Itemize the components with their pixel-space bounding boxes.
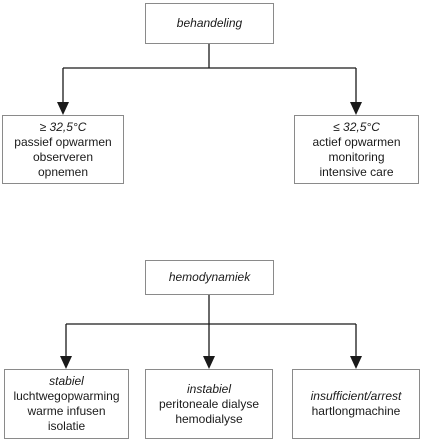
tree1-child-right-box: ≤ 32,5°C actief opwarmen monitoring inte… (294, 115, 419, 184)
tree2-child-middle-line: hemodialyse (175, 411, 243, 426)
tree1-arrowhead-left (57, 102, 69, 115)
tree1-arrowhead-right (350, 102, 362, 115)
tree1-child-left-line: opnemen (37, 164, 89, 179)
tree2-child-left-line: warme infusen (27, 404, 106, 418)
tree2-child-right-line: hartlongmachine (311, 404, 401, 418)
tree1-child-left-title: ≥ 32,5°C (39, 119, 87, 134)
tree2-child-left-box: stabiel luchtwegopwarming warme infusen … (4, 369, 129, 439)
tree2-child-middle-box: instabiel peritoneale dialyse hemodialys… (145, 369, 273, 439)
tree2-root-label: hemodynamiek (168, 270, 251, 284)
tree1-child-left-line: observeren (32, 149, 94, 164)
tree2-root-box: hemodynamiek (145, 260, 274, 295)
tree1-child-left-box: ≥ 32,5°C passief opwarmen observeren opn… (2, 115, 124, 184)
tree1-child-right-title: ≤ 32,5°C (333, 119, 380, 134)
tree2-child-middle-line: peritoneale dialyse (158, 396, 260, 411)
tree1-child-right-line: actief opwarmen (312, 134, 401, 149)
tree2-child-right-box: insufficient/arrest hartlongmachine (292, 369, 420, 439)
tree2-child-left-title: stabiel (49, 374, 84, 388)
tree2-child-middle-title: instabiel (186, 381, 232, 396)
tree1-root-box: behandeling (145, 3, 274, 44)
tree2-arrowhead-left (60, 356, 72, 369)
tree2-child-left-line: luchtwegopwarming (13, 389, 120, 403)
tree2-arrowhead-middle (203, 356, 215, 369)
tree1-child-right-line: intensive care (319, 164, 394, 179)
tree2-child-left-line: isolatie (47, 419, 86, 433)
tree1-root-label: behandeling (176, 16, 243, 30)
tree2-arrowhead-right (350, 356, 362, 369)
tree1-child-left-line: passief opwarmen (14, 134, 112, 149)
tree1-child-right-line: monitoring (328, 149, 385, 164)
tree2-child-right-title: insufficient/arrest (310, 389, 402, 403)
